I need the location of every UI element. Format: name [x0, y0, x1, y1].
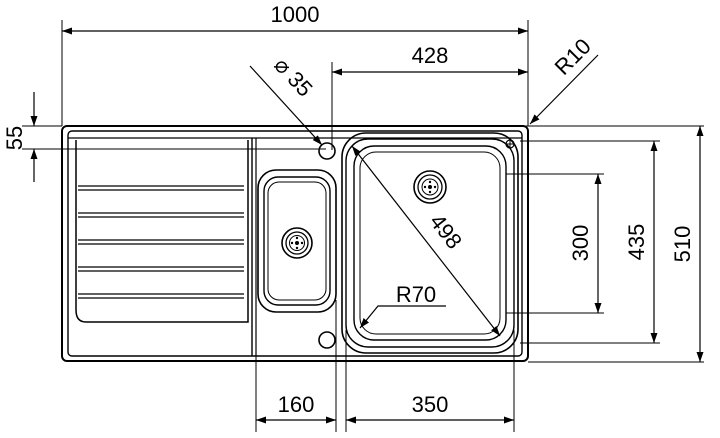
tap-hole-icon: [318, 331, 336, 349]
label-main-bowl-width: 350: [412, 392, 449, 417]
main-bowl-outer: [345, 138, 515, 348]
label-bowl-offset: 428: [412, 43, 449, 68]
drainer-outline: [75, 140, 249, 323]
label-bowl-depth: 300: [568, 225, 593, 262]
dimension-labels: 1000 428 ⌀ 35 R10 55 510 435 300 498 R70…: [2, 2, 695, 417]
dim-line-diagonal: [351, 145, 501, 337]
main-bowl: [341, 132, 519, 354]
label-tap-hole: ⌀ 35: [269, 52, 317, 101]
dim-line-corner-radius: [529, 54, 599, 125]
label-rim-width: 55: [2, 126, 27, 150]
overflow-icon: [505, 139, 515, 149]
main-bowl-drain-icon: [413, 170, 447, 204]
label-overall-depth: 510: [670, 226, 695, 263]
tap-hole-icon: [318, 142, 336, 160]
dim-line-tap-hole: [249, 65, 323, 146]
sink-body: [61, 125, 529, 362]
label-small-bowl-width: 160: [278, 392, 315, 417]
sink-rim-inner-edge: [67, 130, 523, 357]
small-bowl-outer: [257, 169, 337, 313]
tap-holes: [318, 142, 336, 349]
label-inner-depth: 435: [624, 224, 649, 261]
sink-outer-edge: [61, 125, 529, 362]
dim-line-bowl-radius: [359, 305, 446, 329]
dimension-lines: [30, 27, 704, 424]
small-bowl-inner: [263, 176, 331, 306]
label-corner-radius: R10: [550, 34, 596, 80]
label-overall-width: 1000: [271, 2, 320, 27]
small-bowl-drain-icon: [281, 227, 313, 259]
small-bowl-floor: [267, 181, 327, 301]
extension-lines: [22, 20, 704, 432]
small-bowl: [257, 169, 337, 313]
drainer-grooves: [78, 185, 244, 299]
label-bowl-radius: R70: [396, 282, 436, 307]
drainer-board: [75, 138, 257, 356]
main-bowl-rim: [341, 132, 519, 354]
